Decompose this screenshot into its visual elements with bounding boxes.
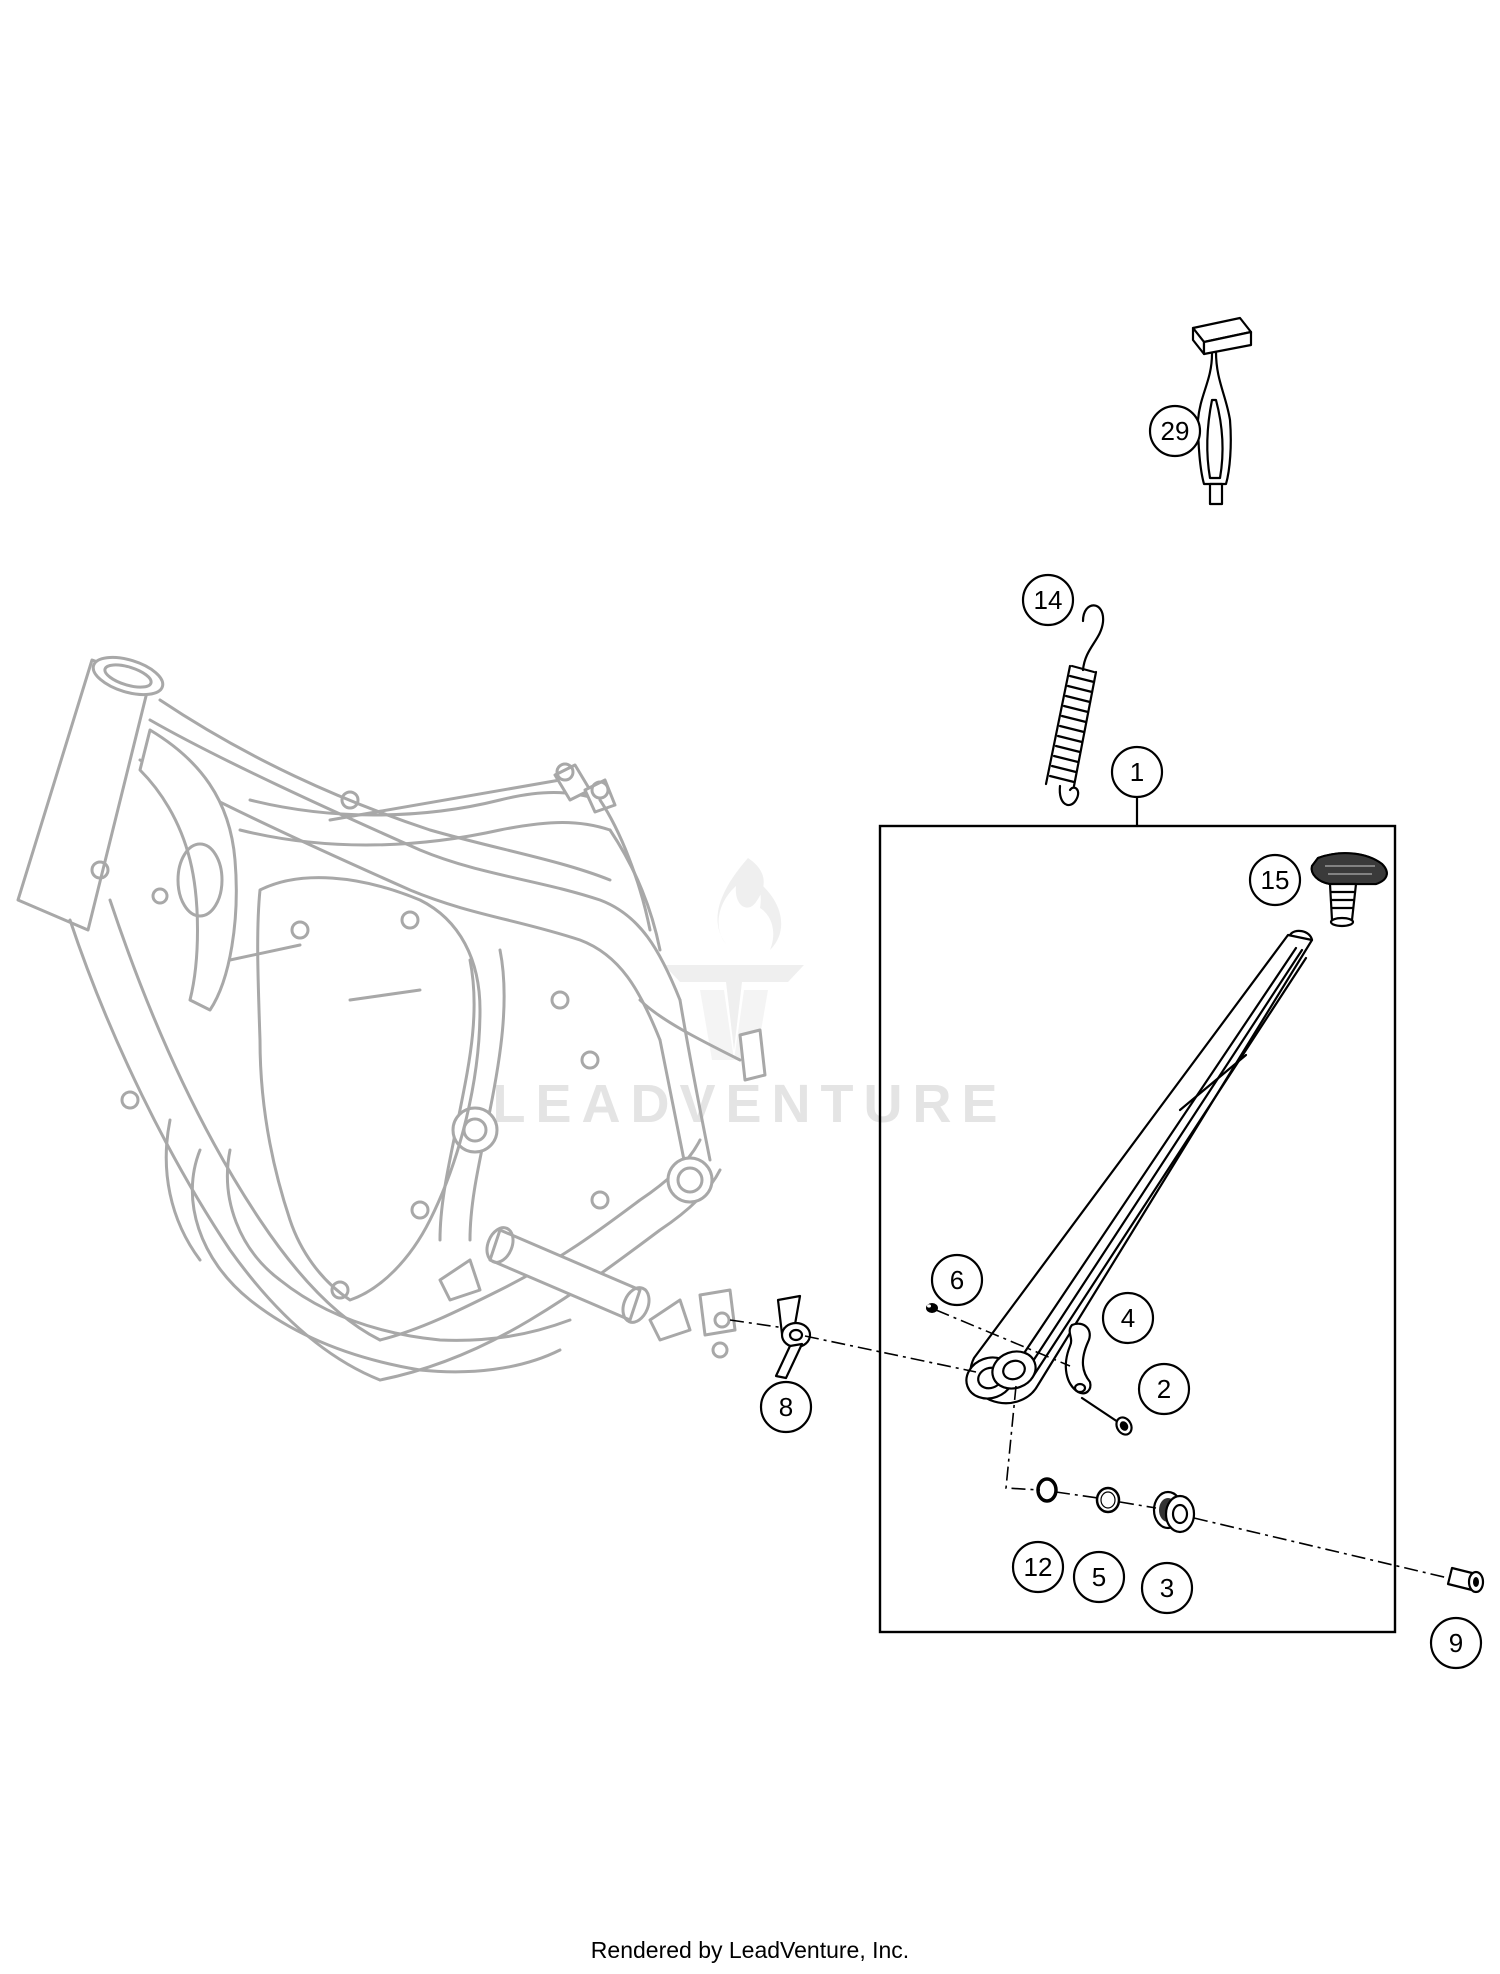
- callout-2-label: 2: [1157, 1374, 1171, 1404]
- part-12-circlip: [1036, 1477, 1058, 1503]
- callout-3[interactable]: 4: [1101, 1291, 1155, 1345]
- callout-4-label: 3: [1160, 1573, 1174, 1603]
- side-stand-assembly-box: [878, 824, 1397, 1634]
- part-2-screw: [1080, 1396, 1133, 1436]
- part-5-washer: [1095, 1486, 1121, 1514]
- callout-14[interactable]: 14: [1021, 573, 1075, 627]
- callout-6-label: 6: [950, 1265, 964, 1295]
- watermark: LEADVENTURE: [492, 858, 1007, 1134]
- callout-5-label: 5: [1092, 1562, 1106, 1592]
- part-15-stand-foot-rubber: [1310, 852, 1388, 928]
- part-1-side-stand: [965, 929, 1314, 1405]
- part-3-spring-bracket: [1064, 1322, 1092, 1395]
- callout-2[interactable]: 2: [1137, 1362, 1191, 1416]
- callout-29-label: 29: [1161, 416, 1190, 446]
- part-14-spring: [1044, 604, 1105, 807]
- watermark-text: LEADVENTURE: [492, 1074, 1007, 1134]
- callout-12-label: 12: [1024, 1552, 1053, 1582]
- callout-6[interactable]: 6: [930, 1253, 984, 1307]
- assembly-leader-lines: [729, 1309, 1449, 1579]
- motorcycle-frame-illustration: [16, 655, 767, 1382]
- callout-9[interactable]: 9: [1429, 1616, 1483, 1670]
- part-8-wing-clip: [774, 1294, 812, 1380]
- callout-8-label: 8: [779, 1392, 793, 1422]
- part-4-bushing: [1152, 1490, 1196, 1534]
- callouts: 29 14 1 15 6 4 2 8: [759, 404, 1483, 1670]
- callout-5[interactable]: 5: [1072, 1550, 1126, 1604]
- callout-3-label: 4: [1121, 1303, 1135, 1333]
- part-9-bolt: [1446, 1566, 1485, 1594]
- callout-8[interactable]: 8: [759, 1380, 813, 1434]
- callout-14-label: 14: [1034, 585, 1063, 615]
- callout-15[interactable]: 15: [1248, 853, 1302, 907]
- callout-4[interactable]: 3: [1140, 1561, 1194, 1615]
- callout-1[interactable]: 1: [1110, 745, 1164, 799]
- footer-credit: Rendered by LeadVenture, Inc.: [591, 1937, 909, 1963]
- part-29-side-stand-tool: [1191, 316, 1253, 506]
- callout-12[interactable]: 12: [1011, 1540, 1065, 1594]
- callout-1-label: 1: [1130, 757, 1144, 787]
- part-6-screw: [926, 1303, 938, 1313]
- callout-9-label: 9: [1449, 1628, 1463, 1658]
- callout-15-label: 15: [1261, 865, 1290, 895]
- callout-29[interactable]: 29: [1148, 404, 1202, 458]
